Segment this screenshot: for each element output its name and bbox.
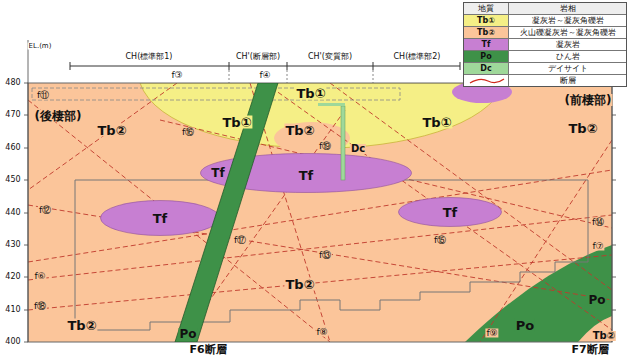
legend-text-cell: ひん岩 (509, 51, 626, 62)
region-label: F6断層 (188, 344, 227, 355)
region-label: Tb② (284, 278, 315, 291)
legend-table: 地質 岩相 Tb① 凝灰岩～凝灰角礫岩 Tb② 火山礫凝灰岩～凝灰角礫岩 Tf 凝灰岩 Po ひん… (463, 2, 627, 87)
region-label: EL.(m) (28, 43, 53, 50)
region-label: CH(標準部2) (393, 53, 442, 61)
region-label: Po (515, 319, 535, 332)
rock-code: Tb② (477, 29, 495, 37)
legend-text: 断層 (560, 77, 576, 85)
fault-label: f⑰ (233, 236, 247, 245)
axis-value: 450 (4, 176, 21, 184)
axis-value: 440 (4, 209, 21, 217)
region-label: Tb② (284, 124, 315, 137)
axis-value: 400 (4, 338, 21, 346)
legend-line-sample (464, 75, 509, 86)
header-cell: 岩相 (509, 3, 626, 14)
region-label: Tb① (421, 116, 452, 129)
fault-label: f⑯ (181, 128, 195, 137)
fault-label: f⑬ (318, 251, 332, 260)
rock-code: Tf (443, 206, 458, 219)
rock-code: Dc (480, 65, 491, 73)
legend-text: デイサイト (548, 65, 588, 73)
fault-label: f⑥ (33, 272, 46, 281)
legend-row: Tb① 凝灰岩～凝灰角礫岩 (464, 14, 626, 26)
legend-row: Po ひん岩 (464, 50, 626, 62)
region-label: Po (587, 294, 606, 306)
fault-label: f④ (258, 71, 271, 80)
region-label: F7断層 (570, 344, 609, 355)
header-text: 岩相 (560, 5, 576, 13)
legend-swatch: Tb① (464, 15, 509, 26)
axis-value: 430 (4, 241, 21, 249)
fault-label: f③ (170, 71, 183, 80)
legend-swatch: Po (464, 51, 509, 62)
legend-row: 断層 (464, 74, 626, 86)
fault-label: f⑪ (36, 91, 50, 100)
region-label: Tb② (96, 124, 127, 137)
region-label: Tb① (221, 116, 252, 129)
brackets (70, 62, 460, 83)
legend-header: 地質 岩相 (464, 3, 626, 14)
fault-label: f⑧ (315, 328, 328, 337)
axis-value: 420 (4, 273, 21, 281)
region-label: CH'(変質部) (307, 53, 353, 61)
legend-text: 凝灰岩 (556, 41, 580, 49)
region-label: CH'(断層部) (235, 53, 281, 61)
fault-label: f⑭ (591, 218, 605, 227)
legend-text-cell: デイサイト (509, 63, 626, 74)
rock-code: Tf (482, 41, 491, 49)
axis-value: 470 (4, 111, 21, 119)
region-label: Tb① (295, 87, 326, 100)
legend-text-cell: 断層 (509, 75, 626, 86)
legend-text: 凝灰岩～凝灰角礫岩 (532, 17, 604, 25)
fault-label: f⑫ (38, 206, 52, 215)
region-label: Tb② (66, 319, 97, 332)
rock-code: Po (480, 53, 491, 61)
fault-label: f⑮ (433, 236, 447, 245)
header-cell: 地質 (464, 3, 509, 14)
legend-row: Tf 凝灰岩 (464, 38, 626, 50)
tf-lens: Tf (100, 200, 220, 236)
legend-text-cell: 凝灰岩 (509, 39, 626, 50)
axis-value: 460 (4, 144, 21, 152)
fault-label: f⑱ (33, 302, 47, 311)
legend-text: 火山礫凝灰岩～凝灰角礫岩 (520, 29, 616, 37)
region-label: Dc (350, 144, 366, 154)
region-label: Po (178, 328, 197, 340)
rock-code: Tf (153, 212, 168, 225)
axis-value: 410 (4, 306, 21, 314)
legend-swatch: Dc (464, 63, 509, 74)
fault-label: f⑲ (318, 142, 332, 151)
region-label: CH(標準部1) (125, 53, 174, 61)
legend-text-cell: 火山礫凝灰岩～凝灰角礫岩 (509, 27, 626, 38)
tf-lens: Tf (398, 197, 502, 227)
legend-text: ひん岩 (556, 53, 580, 61)
region-label: Tb② (592, 331, 616, 341)
axis-value: 480 (4, 79, 21, 87)
region-label: (前棲部) (564, 94, 613, 106)
rock-code: Tf (211, 167, 224, 179)
rock-code: Tb① (477, 17, 495, 25)
legend-swatch: Tf (464, 39, 509, 50)
region-label: (後棲部) (34, 110, 83, 122)
header-text: 地質 (478, 5, 494, 13)
rock-code: Tf (299, 169, 314, 182)
legend-swatch: Tb② (464, 27, 509, 38)
fault-line-sample (466, 76, 506, 86)
fault-label: f⑨ (485, 329, 498, 338)
legend-text-cell: 凝灰岩～凝灰角礫岩 (509, 15, 626, 26)
legend-row: Dc デイサイト (464, 62, 626, 74)
legend-row: Tb② 火山礫凝灰岩～凝灰角礫岩 (464, 26, 626, 38)
fault-label: f⑦ (591, 242, 604, 251)
region-label: Tb② (567, 122, 598, 135)
